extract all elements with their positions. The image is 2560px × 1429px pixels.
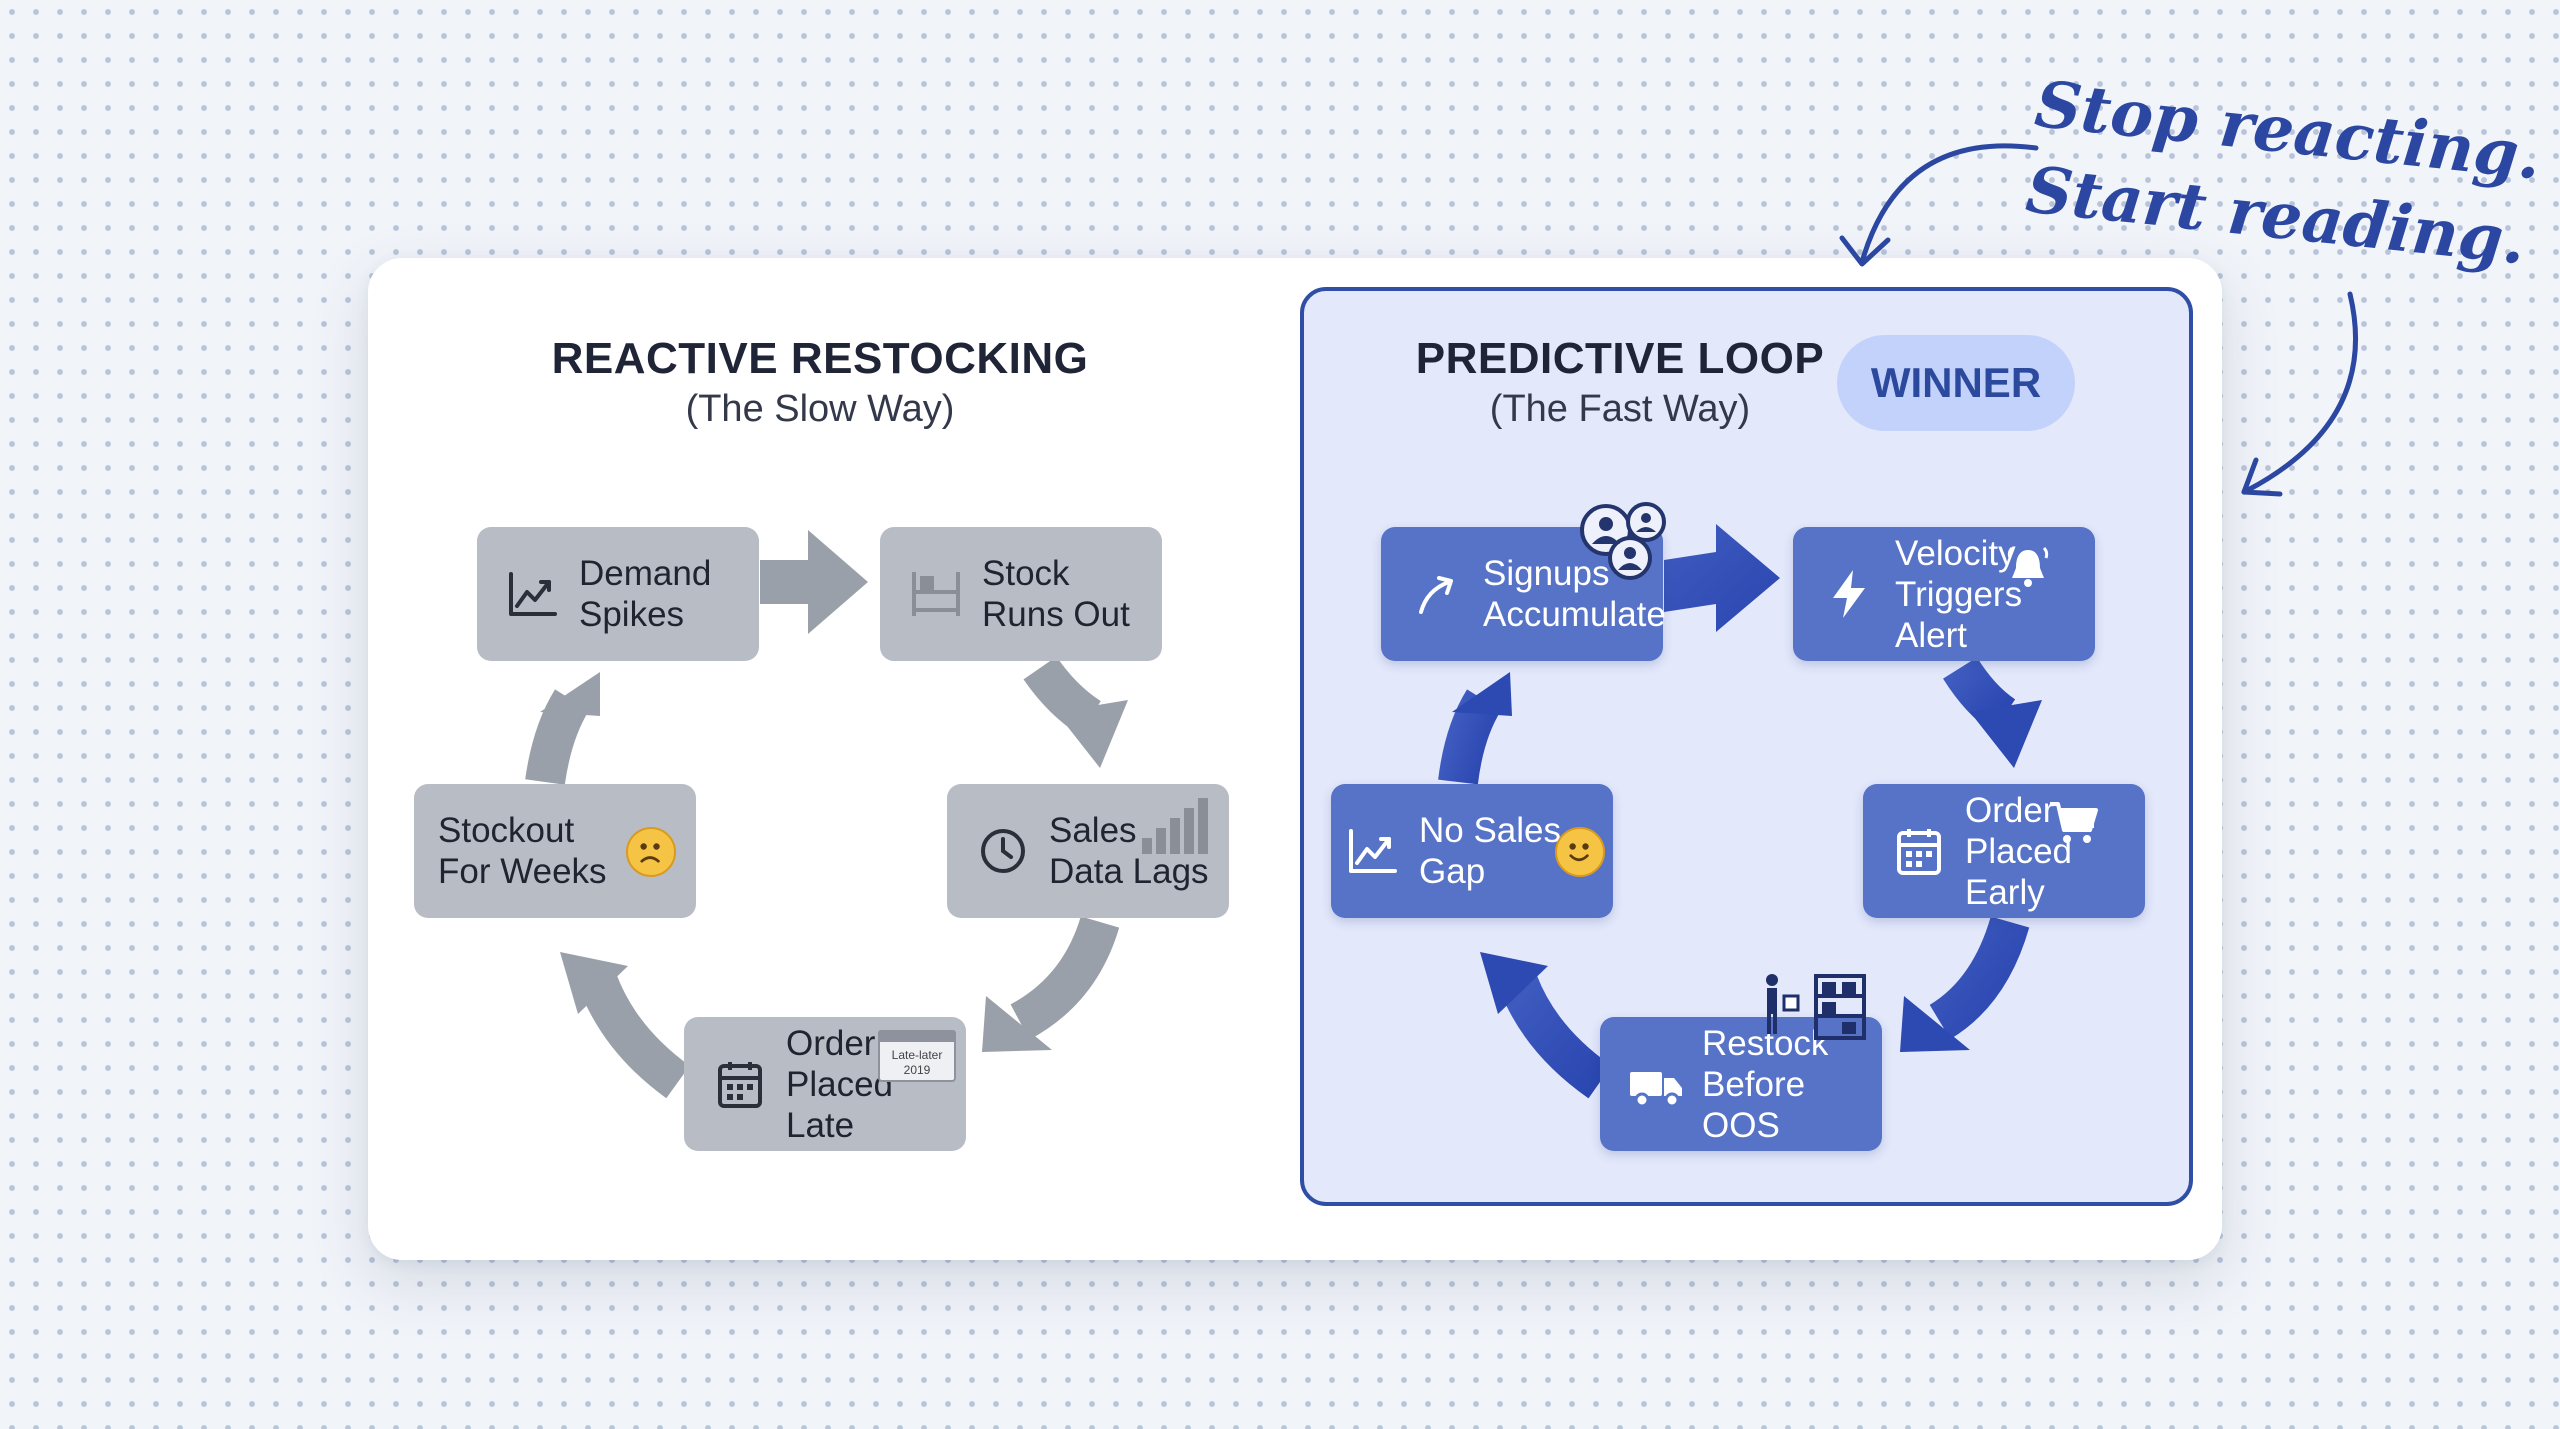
bar-chart-icon [1142, 798, 1208, 854]
node-label-line2: Accumulate [1483, 595, 1666, 634]
bell-alert-icon [2007, 546, 2049, 587]
node-label-line1: Order [786, 1023, 876, 1063]
trending-up-icon [1345, 823, 1401, 879]
arrow-up-right-icon [1409, 566, 1465, 622]
node-no-sales-gap: No Sales Gap [1331, 784, 1613, 918]
node-stockout-for-weeks: Stockout For Weeks [414, 784, 696, 918]
hand-arrow-to-card [2245, 291, 2359, 493]
node-label-line2: Before OOS [1702, 1064, 1806, 1145]
node-label-line2: Spikes [579, 595, 685, 634]
trending-up-icon [505, 566, 561, 622]
late-date-tag: Late-later 2019 [878, 1030, 956, 1082]
late-tag-line2: 2019 [903, 1063, 931, 1077]
left-panel-subtitle: (The Slow Way) [685, 388, 955, 430]
arrow-order-to-restock [1929, 916, 2030, 1040]
node-label-line2: Data Lags [1049, 852, 1209, 891]
calendar-icon [1891, 823, 1947, 879]
left-panel-title: REACTIVE RESTOCKING [551, 334, 1089, 383]
node-label-line1: Velocity [1895, 533, 2016, 573]
arrow-restock-to-nosales [1499, 974, 1612, 1099]
node-label-line1: Sales [1049, 811, 1137, 850]
arrow-sales-to-order [1010, 915, 1120, 1040]
node-label-line2: Placed Early [1965, 831, 2073, 912]
node-signups-accumulate: Signups Accumulate [1381, 527, 1666, 661]
sad-face-icon [626, 827, 676, 877]
calendar-icon [712, 1056, 768, 1112]
node-label-line2: Gap [1419, 852, 1486, 891]
smile-face-icon [1555, 827, 1605, 877]
node-label-line2: For Weeks [438, 852, 607, 891]
node-sales-data-lags: Sales Data Lags [947, 784, 1229, 918]
right-panel-subtitle: (The Fast Way) [1489, 388, 1751, 430]
warehouse-worker-icon [1766, 974, 1866, 1040]
node-label-line2: Placed Late [786, 1064, 894, 1145]
node-label-line1: Restock [1702, 1023, 1829, 1063]
node-label-line2: Triggers Alert [1895, 574, 2023, 655]
node-label-line1: Demand [579, 554, 712, 593]
node-label-line2: Runs Out [982, 595, 1130, 634]
node-label-line1: Order [1965, 790, 2055, 830]
empty-shelf-icon [908, 566, 964, 622]
clock-icon [975, 823, 1031, 879]
node-label-line1: Stock [982, 554, 1070, 593]
arrow-demand-to-stock [760, 530, 868, 634]
node-label-line1: No Sales [1419, 811, 1562, 850]
node-order-placed-early: Order Placed Early [1863, 784, 2145, 918]
winner-badge: WINNER [1837, 335, 2075, 431]
lightning-icon [1821, 566, 1877, 622]
truck-icon [1628, 1056, 1684, 1112]
node-label-line1: Stockout [438, 811, 575, 850]
node-stock-runs-out: Stock Runs Out [880, 527, 1162, 661]
hand-arrow-to-panel [1859, 143, 2039, 265]
late-tag-line1: Late-later [891, 1048, 943, 1062]
arrow-order-to-stockout [579, 974, 690, 1099]
arrow-signups-to-velocity [1664, 524, 1780, 632]
node-label-line1: Signups [1483, 554, 1610, 593]
users-group-icon [1580, 502, 1666, 580]
node-demand-spikes: Demand Spikes [477, 527, 759, 661]
shopping-cart-icon [2050, 802, 2098, 843]
right-panel-title: PREDICTIVE LOOP [1415, 334, 1825, 383]
